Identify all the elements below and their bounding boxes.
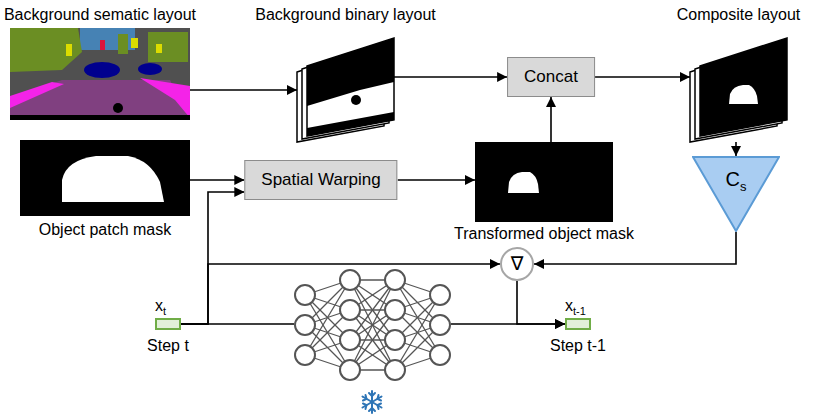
triangle-outline — [693, 157, 779, 231]
latent-label: xt-1 — [565, 297, 586, 316]
composite-layout-stack — [690, 38, 787, 142]
car-region — [84, 62, 120, 78]
subscript-text: t — [163, 305, 166, 317]
box-label: Spatial Warping — [261, 170, 380, 189]
network-neuron — [385, 330, 405, 350]
connector-arrow — [181, 323, 565, 325]
latent-bar: xtStep t — [155, 318, 181, 330]
caption-label: Composite layout — [677, 5, 801, 24]
symbol-text: ∇ — [511, 254, 524, 274]
connector-arrow — [181, 192, 244, 324]
connector-arrow — [190, 179, 244, 181]
connector-arrow — [394, 76, 507, 78]
layout-region — [307, 112, 394, 136]
image-panel: Transformed object mask — [475, 142, 613, 222]
binary-layout-stack — [297, 38, 394, 142]
triangle-label: Cs — [692, 168, 780, 193]
layout-region — [351, 95, 361, 105]
latent-bar: xt-1Step t-1 — [565, 318, 591, 330]
image-panel: Object patch mask — [20, 140, 190, 216]
tree-region — [148, 32, 188, 62]
connector-arrow — [398, 179, 475, 181]
connector-arrow — [181, 264, 500, 324]
snowflake-stroke — [369, 393, 375, 411]
network-neuron — [340, 330, 360, 350]
latent-label: xt — [155, 297, 166, 316]
layout-region — [307, 38, 394, 106]
process-box: Spatial Warping — [244, 160, 397, 200]
box-label: Concat — [524, 67, 578, 86]
gradient-circle: ∇ — [500, 247, 534, 281]
symbol-text: x — [565, 297, 573, 314]
network-link — [350, 280, 395, 370]
network-neuron — [340, 360, 360, 380]
subscript-text: t-1 — [573, 305, 586, 317]
mask-ground — [475, 142, 613, 222]
network-neuron — [385, 300, 405, 320]
connector-arrow — [190, 89, 297, 91]
network-neuron — [340, 270, 360, 290]
tree-region — [10, 28, 82, 72]
sign-region — [100, 40, 105, 50]
network-neuron — [385, 360, 405, 380]
triangle-shape — [692, 156, 780, 232]
step-label: Step t — [147, 336, 189, 355]
network-neuron — [295, 285, 315, 305]
snowflake-stroke — [363, 395, 381, 409]
car-mask — [62, 156, 164, 202]
tree-region — [118, 34, 128, 54]
image-panel: Composite layout — [690, 38, 787, 142]
process-box: Concat — [507, 57, 595, 97]
connector-arrow — [517, 281, 565, 324]
connector-arrow — [550, 97, 552, 142]
car-region — [138, 63, 162, 75]
network-neuron — [295, 315, 315, 335]
network-neuron — [385, 270, 405, 290]
network-neuron — [430, 285, 450, 305]
network-neuron — [430, 315, 450, 335]
network-neuron — [430, 345, 450, 365]
connector-arrow — [735, 142, 737, 156]
caption-label: Object patch mask — [39, 220, 172, 239]
sign-region — [156, 44, 162, 53]
car-mask — [508, 172, 539, 193]
sidewalk-region — [140, 78, 190, 118]
network-neuron — [340, 300, 360, 320]
layout-sheet — [307, 38, 394, 136]
caption-label: Transformed object mask — [454, 224, 634, 243]
sign-region — [66, 44, 72, 56]
car-mask — [729, 85, 758, 104]
car-region — [113, 103, 123, 113]
network-neuron — [295, 345, 315, 365]
network-link — [350, 280, 395, 370]
frozen-snowflake — [363, 391, 382, 413]
caption-label: Background binary layout — [255, 5, 436, 24]
mask-ground — [20, 140, 190, 216]
classifier-triangle: Cs — [692, 156, 780, 232]
object-patch-mask — [20, 140, 190, 216]
symbol-text: x — [155, 297, 163, 314]
symbol-text: C — [726, 168, 740, 190]
layout-sheet — [700, 38, 787, 136]
subscript-text: s — [740, 179, 747, 194]
caption-label: Background sematic layout — [4, 5, 196, 24]
image-panel: Background binary layout — [297, 38, 394, 142]
sidewalk-region — [10, 82, 64, 108]
step-label: Step t-1 — [550, 336, 606, 355]
transformed-object-mask — [475, 142, 613, 222]
snowflake-stroke — [363, 395, 381, 409]
neural-network — [295, 270, 450, 380]
semantic-layout-image — [10, 28, 190, 120]
image-ground — [10, 28, 190, 120]
image-panel: Background sematic layout — [10, 28, 190, 120]
connector-arrow — [595, 76, 690, 78]
hood-region — [10, 115, 190, 120]
sign-region — [131, 38, 138, 48]
